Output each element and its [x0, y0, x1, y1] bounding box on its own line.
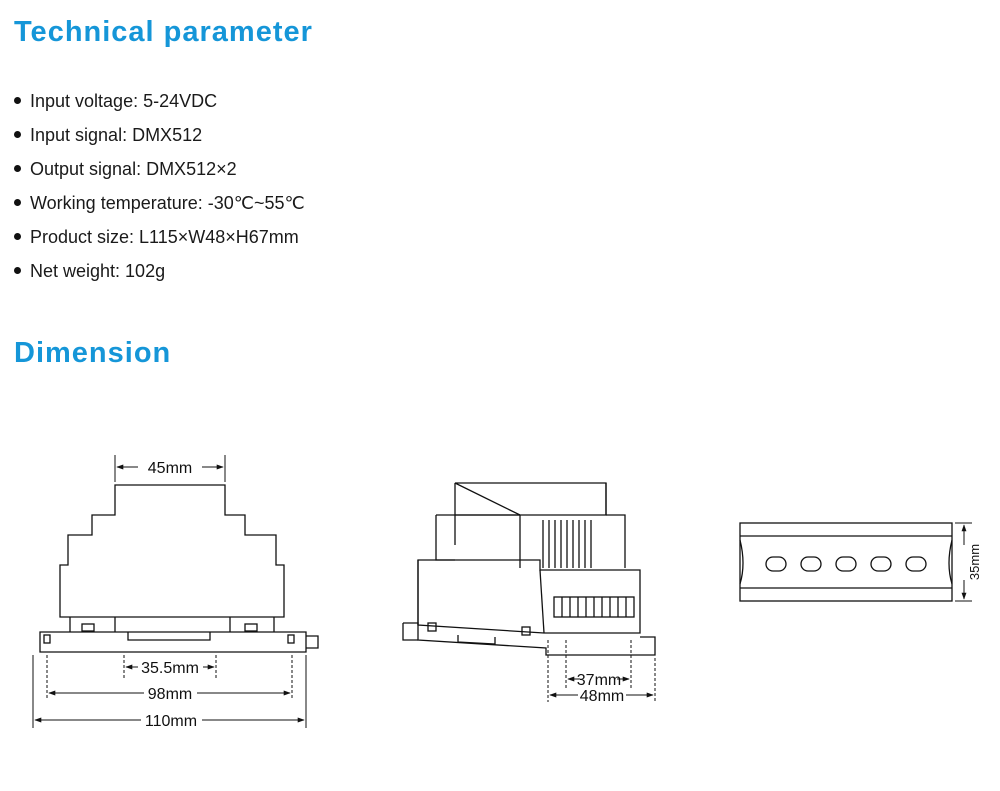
spec-text: Net weight: 102g: [30, 261, 166, 281]
rail-dimension-lines: [955, 522, 972, 602]
spec-item-product-size: Product size: L115×W48×H67mm: [14, 220, 305, 254]
spec-item-output-signal: Output signal: DMX512×2: [14, 152, 305, 186]
spec-item-input-voltage: Input voltage: 5-24VDC: [14, 84, 305, 118]
spec-text: Working temperature: -30℃~55℃: [30, 193, 305, 213]
bullet-icon: [14, 165, 21, 172]
perspective-rail-label: 37mm: [577, 672, 621, 689]
spec-list: Input voltage: 5-24VDC Input signal: DMX…: [14, 84, 305, 288]
bullet-icon: [14, 233, 21, 240]
spec-text: Input voltage: 5-24VDC: [30, 91, 218, 111]
dimension-heading: Dimension: [14, 337, 172, 369]
perspective-dimension-lines: [547, 640, 656, 702]
bullet-icon: [14, 199, 21, 206]
din-rail-drawing: [739, 522, 953, 602]
spec-item-net-weight: Net weight: 102g: [14, 254, 305, 288]
perspective-view-drawing: [402, 482, 656, 656]
perspective-depth-label: 48mm: [580, 688, 624, 705]
inner-width-label: 98mm: [148, 686, 192, 703]
front-dimension-lines: [32, 455, 307, 728]
rail-width-label: 35.5mm: [141, 660, 199, 677]
spec-item-input-signal: Input signal: DMX512: [14, 118, 305, 152]
bullet-icon: [14, 131, 21, 138]
spec-text: Product size: L115×W48×H67mm: [30, 227, 299, 247]
spec-item-working-temperature: Working temperature: -30℃~55℃: [14, 186, 305, 220]
bullet-icon: [14, 267, 21, 274]
spec-text: Output signal: DMX512×2: [30, 159, 237, 179]
top-width-label: 45mm: [148, 460, 192, 477]
total-width-label: 110mm: [145, 713, 197, 730]
spec-text: Input signal: DMX512: [30, 125, 203, 145]
bullet-icon: [14, 97, 21, 104]
rail-height-label: 35mm: [967, 544, 982, 580]
front-view-drawing: [39, 484, 319, 653]
technical-parameter-heading: Technical parameter: [14, 16, 313, 48]
